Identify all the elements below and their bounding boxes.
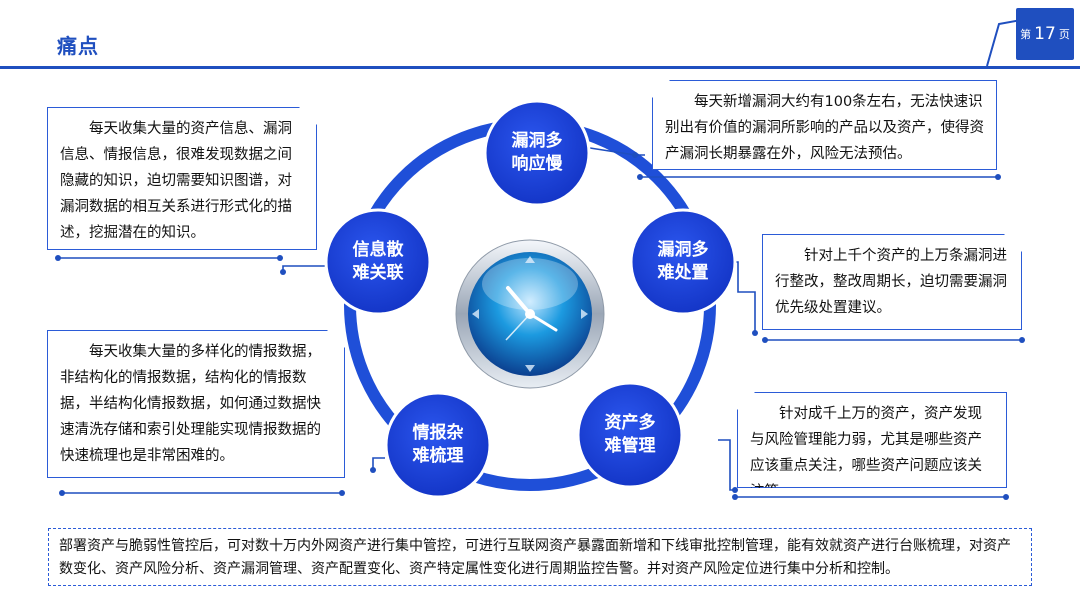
connector-bottom-left [372,457,385,470]
page-prefix: 第 [1020,28,1032,41]
callout-mid-right: 针对上千个资产的上万条漏洞进行整改，整改周期长，迫切需要漏洞优先级处置建议。 [762,234,1022,330]
page-title: 痛点 [57,34,99,58]
connector-dots [55,152,1025,500]
callout-top-left: 每天收集大量的资产信息、漏洞信息、情报信息，很难发现数据之间隐藏的知识，迫切需要… [47,107,317,250]
page-number: 17 [1034,24,1056,44]
clock-icon [455,239,605,389]
node-circles [324,99,737,499]
connector-left [282,265,328,272]
node-circle-2 [629,208,737,316]
connector-bottom-right [718,439,735,491]
node-circle-3 [576,381,684,489]
node-intel-sorting: 情报杂难梳理 [412,423,464,466]
node-vuln-handling: 漏洞多难处置 [657,240,709,283]
page-suffix: 页 [1058,28,1070,41]
callout-connectors [58,147,1022,498]
node-circle-4 [384,391,492,499]
node-circle-1 [483,99,591,207]
callout-top-right: 每天新增漏洞大约有100条左右，无法快速识别出有价值的漏洞所影响的产品以及资产，… [652,80,997,170]
summary-text: 部署资产与脆弱性管控后，可对数十万内外网资产进行集中管控，可进行互联网资产暴露面… [59,538,1011,577]
node-vuln-response: 漏洞多响应慢 [511,131,563,174]
node-asset-management: 资产多难管理 [604,413,656,456]
title-divider [0,66,1080,69]
node-circle-5 [324,208,432,316]
page-corner-decoration [986,19,1022,67]
summary-box: 部署资产与脆弱性管控后，可对数十万内外网资产进行集中管控，可进行互联网资产暴露面… [48,528,1032,586]
callout-bottom-right: 针对成千上万的资产，资产发现与风险管理能力弱，尤其是哪些资产应该重点关注，哪些资… [737,392,1007,488]
callout-bottom-left: 每天收集大量的多样化的情报数据，非结构化的情报数据，结构化的情报数据，半结构化情… [47,330,345,478]
node-info-correlation: 信息散难关联 [352,240,404,283]
